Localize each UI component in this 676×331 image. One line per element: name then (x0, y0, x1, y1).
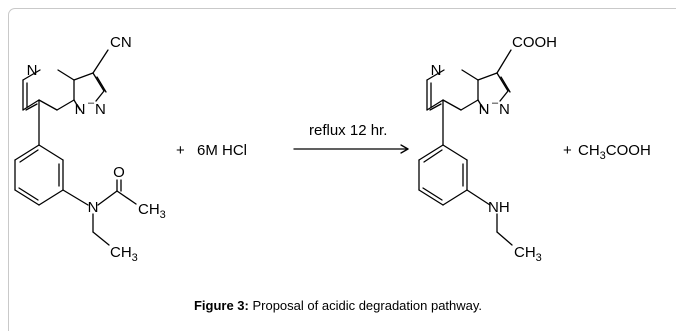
product-ethylamine-group (466, 189, 513, 246)
reagent-label: 6M HCl (197, 142, 247, 159)
reactant-acetyl-ch3-label: CH3 (138, 201, 166, 221)
product-n-right-label: N (499, 101, 510, 118)
reaction-arrow (293, 144, 409, 154)
reactant-bicyclic-core (22, 49, 109, 146)
byproduct-acetic-acid-label: CH3COOH (578, 142, 651, 162)
reactant-n-right-label: N (95, 101, 106, 118)
reactant-ethyl-ch3-label: CH3 (110, 244, 138, 264)
byproduct-plus-sign: + (563, 142, 572, 159)
reactant-amide-n-label: N (88, 199, 99, 216)
reactant-amide-group (62, 179, 137, 246)
product-nh-label: NH (488, 199, 510, 216)
product-phenyl-ring (418, 144, 468, 206)
product-ch3-label: CH3 (514, 244, 542, 264)
caption-label: Figure 3: (193, 298, 249, 313)
figure-frame (8, 8, 676, 331)
reactant-carbonyl-o-label: O (113, 164, 125, 181)
reactant-n-bond-dots: – (88, 97, 95, 109)
reactant-n-bridge-label: N (75, 101, 86, 118)
product-n-top-label: N (431, 62, 442, 79)
reactant-n-top-label: N (27, 62, 38, 79)
reactant-cn-label: CN (110, 34, 132, 51)
condition-label: reflux 12 hr. (309, 122, 387, 139)
figure-caption: Figure 3: Proposal of acidic degradation… (0, 298, 676, 313)
product-n-bridge-label: N (479, 101, 490, 118)
product-bicyclic-core (426, 49, 512, 146)
product-cooh-label: COOH (512, 34, 557, 51)
caption-text: Proposal of acidic degradation pathway. (248, 298, 483, 313)
reactant-phenyl-ring (14, 144, 64, 206)
reagent-plus-sign: + (176, 142, 185, 159)
product-n-bond-dots: – (492, 97, 499, 109)
